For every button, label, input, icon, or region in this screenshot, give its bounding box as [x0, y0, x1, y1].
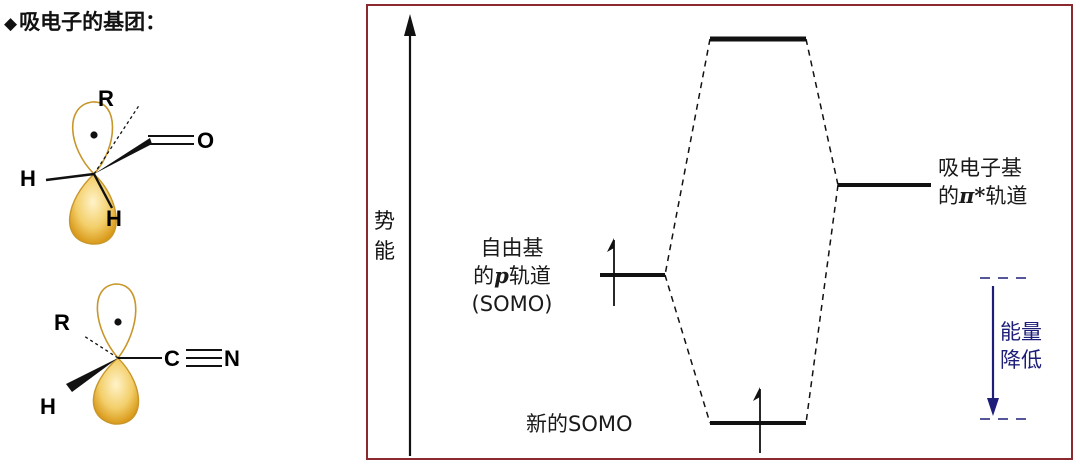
atom-o: O [197, 128, 214, 153]
energy-drop-line2: 降低 [1000, 348, 1042, 372]
radical-dot [90, 131, 98, 139]
correlation-line [805, 38, 839, 186]
energy-drop-line1: 能量 [1000, 320, 1042, 344]
radical-label-suffix: 轨道 [508, 264, 551, 288]
heading-text: 吸电子的基团： [19, 10, 167, 34]
radical-label-line3: (SOMO) [471, 292, 553, 316]
energy-axis-label: 势能 [374, 209, 395, 263]
radical-label-line2: 的p轨道 [452, 262, 572, 290]
wedge-bond [66, 358, 118, 392]
electron-spin-arrowhead [753, 387, 760, 401]
atom-r: R [54, 310, 70, 335]
atom-h-left: H [20, 166, 36, 191]
correlation-line [664, 38, 711, 276]
atom-c: C [164, 346, 180, 371]
radical-dot [114, 318, 122, 326]
acceptor-label-line1: 吸电子基 [938, 156, 1022, 180]
orbital-diagram-graphics [404, 14, 1028, 456]
page-title: ◆吸电子的基团： [4, 6, 166, 36]
correlation-line [805, 184, 839, 424]
acceptor-label-prefix: 的 [938, 184, 959, 208]
energy-drop-label: 能量 降低 [1000, 318, 1050, 374]
energy-axis-arrowhead [404, 14, 416, 36]
wedge-bond [94, 138, 152, 174]
nitrile-radical: R C N H [40, 283, 240, 425]
orbital-energy-diagram: 势能 自由基 的p轨道 (SOMO) 吸电子基 的π*轨道 新的SOMO 能量 … [366, 4, 1073, 460]
p-orbital-lower-lobe [92, 357, 140, 425]
atom-n: N [224, 346, 240, 371]
correlation-line [664, 274, 711, 424]
p-orbital-symbol: p [494, 263, 509, 288]
acceptor-orbital-label: 吸电子基 的π*轨道 [938, 154, 1027, 210]
radical-label-line1: 自由基 [480, 236, 544, 260]
radical-label-prefix: 的 [473, 264, 495, 288]
acceptor-label-line2: 的π*轨道 [938, 182, 1027, 210]
acceptor-label-suffix: 轨道 [985, 184, 1028, 208]
energy-drop-arrowhead [987, 398, 999, 416]
carbonyl-radical: R O H H [20, 86, 214, 245]
diamond-icon: ◆ [4, 14, 18, 34]
pi-star-symbol: π* [959, 183, 986, 208]
electron-spin-arrowhead [607, 238, 614, 252]
molecule-illustrations: R O H H R C N H [20, 86, 240, 425]
radical-orbital-label: 自由基 的p轨道 (SOMO) [452, 234, 572, 318]
new-somo-label: 新的SOMO [526, 412, 633, 436]
atom-h-bottom: H [106, 206, 122, 231]
atom-r: R [98, 86, 114, 111]
atom-h: H [40, 394, 56, 419]
